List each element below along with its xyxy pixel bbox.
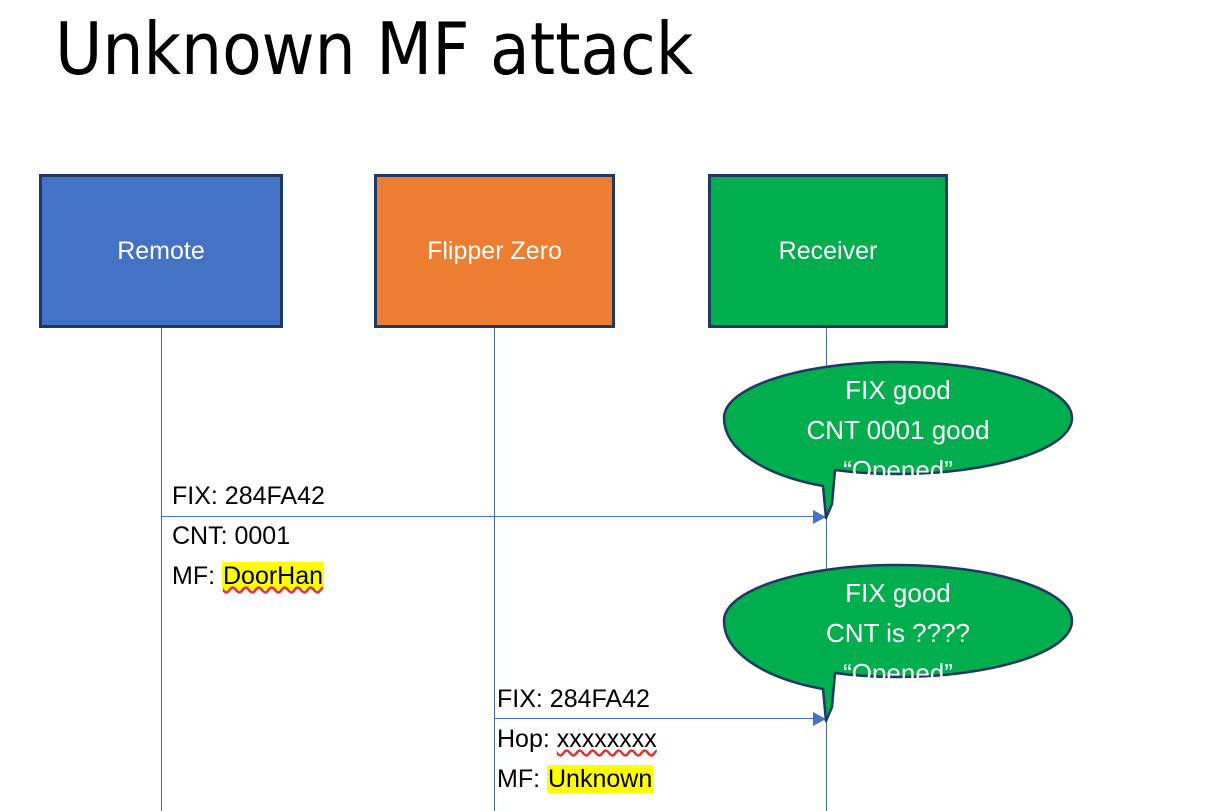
message-label-1: FIX: 284FA42 CNT: 0001 MF: DoorHan [172, 476, 325, 596]
actor-box-receiver[interactable]: Receiver [708, 174, 948, 328]
message-label-2-line-1: FIX: 284FA42 [497, 679, 657, 719]
lifeline-remote [161, 328, 162, 811]
msg1-line2-key: CNT: [172, 522, 235, 550]
msg2-line1-value: 284FA42 [549, 685, 650, 713]
callout-2-shape [722, 563, 1074, 723]
msg1-line3-value-highlighted: DoorHan [222, 562, 325, 590]
message-label-2-line-2: Hop: xxxxxxxx [497, 719, 657, 759]
lifeline-flipper [494, 328, 495, 811]
actor-box-flipper-zero[interactable]: Flipper Zero [374, 174, 615, 328]
actor-label-flipper-zero: Flipper Zero [427, 236, 562, 265]
message-arrow-line-2 [494, 718, 814, 719]
callout-bubble-2[interactable]: FIX good CNT is ???? “Opened” [722, 563, 1074, 725]
msg2-line1-key: FIX: [497, 685, 550, 713]
message-arrow-head-1 [813, 510, 826, 524]
msg1-line3-key: MF: [172, 562, 222, 590]
page-title: Unknown MF attack [55, 7, 694, 91]
actor-box-remote[interactable]: Remote [39, 174, 283, 328]
msg1-line1-value: 284FA42 [224, 482, 325, 510]
message-label-1-line-2: CNT: 0001 [172, 516, 325, 556]
message-label-2: FIX: 284FA42 Hop: xxxxxxxx MF: Unknown [497, 679, 657, 799]
actor-label-receiver: Receiver [778, 236, 878, 265]
message-label-1-line-3: MF: DoorHan [172, 556, 325, 596]
actor-label-remote: Remote [117, 236, 205, 265]
message-arrow-line-1 [161, 516, 814, 517]
msg2-line2-key: Hop: [497, 725, 557, 753]
message-label-2-line-3: MF: Unknown [497, 759, 657, 799]
callout-bubble-1[interactable]: FIX good CNT 0001 good “Opened” [722, 360, 1074, 522]
msg2-line2-value-misspelled: xxxxxxxx [556, 725, 657, 753]
msg1-line2-value: 0001 [234, 522, 291, 550]
message-label-1-line-1: FIX: 284FA42 [172, 476, 325, 516]
message-arrow-head-2 [813, 712, 826, 726]
msg2-line3-key: MF: [497, 765, 547, 793]
callout-1-shape [722, 360, 1074, 520]
msg2-line3-value-highlighted: Unknown [547, 765, 654, 793]
msg1-line1-key: FIX: [172, 482, 225, 510]
